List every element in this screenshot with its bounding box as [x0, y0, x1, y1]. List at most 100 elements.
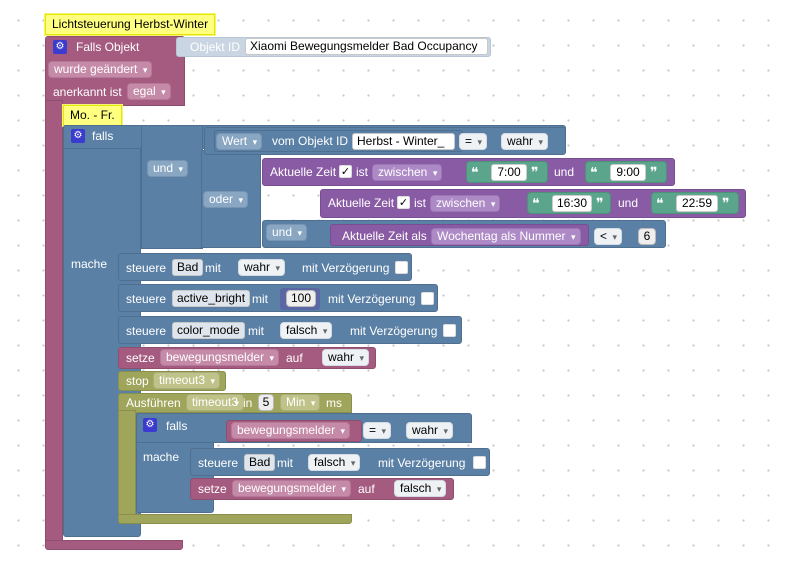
weekday-mode-dropdown[interactable]: Wochentag als Nummer: [431, 228, 581, 245]
quote-icon: ❞: [531, 164, 539, 180]
and-block[interactable]: [141, 125, 203, 249]
objekt-id-field[interactable]: Xiaomi Bewegungsmelder Bad Occupancy: [245, 38, 488, 55]
quote-icon: ❝: [656, 195, 664, 211]
weekday-value[interactable]: 6: [638, 228, 656, 245]
in-label: in: [243, 396, 253, 410]
trigger-block-spine: [45, 100, 63, 546]
nested-setze-value-dropdown[interactable]: falsch: [394, 480, 447, 497]
steuere-label: steuere: [126, 324, 167, 338]
auf-label: auf: [286, 351, 303, 365]
time2-from-field[interactable]: 16:30: [552, 195, 592, 212]
time1-label: Aktuelle Zeit: [270, 165, 337, 179]
steuere2-value[interactable]: 100: [286, 290, 316, 307]
vom-objekt-label: vom Objekt ID: [272, 134, 349, 148]
mit-label: mit: [252, 292, 268, 306]
gear-icon[interactable]: ⚙: [71, 129, 85, 143]
time2-checkbox[interactable]: ✓: [397, 196, 410, 209]
mache-label: mache: [71, 257, 108, 271]
time1-to-string: ❝ 9:00 ❞: [585, 161, 667, 183]
steuere-label: steuere: [198, 456, 239, 470]
nested-setze-variable-dropdown[interactable]: bewegungsmelder: [232, 480, 352, 497]
setze-value-dropdown[interactable]: wahr: [322, 349, 370, 366]
falls-label: falls: [92, 129, 114, 143]
time2-to-field[interactable]: 22:59: [676, 195, 718, 212]
comment-inner[interactable]: Mo. - Fr.: [63, 105, 122, 126]
nested-var-dropdown[interactable]: bewegungsmelder: [231, 422, 351, 439]
gear-icon[interactable]: ⚙: [143, 418, 157, 432]
auf-label: auf: [358, 482, 375, 496]
time2-from-string: ❝ 16:30 ❞: [527, 192, 611, 214]
time1-ist: ist: [356, 165, 368, 179]
stop-timer-dropdown[interactable]: timeout3: [153, 372, 221, 389]
steuere-label: steuere: [126, 292, 167, 306]
quote-icon: ❝: [590, 164, 598, 180]
trigger-block-bottom: [45, 540, 183, 550]
time1-und: und: [554, 165, 575, 179]
mit-label: mit: [277, 456, 293, 470]
verz-label: mit Verzögerung: [350, 324, 438, 338]
steuere3-object[interactable]: color_mode: [172, 322, 245, 339]
setze-variable-dropdown[interactable]: bewegungsmelder: [160, 349, 280, 366]
objekt-id-label: Objekt ID: [190, 40, 241, 54]
setze-label: setze: [198, 482, 227, 496]
verz-label: mit Verzögerung: [302, 261, 390, 275]
quote-icon: ❝: [471, 164, 479, 180]
wurde-dropdown[interactable]: wurde geändert: [48, 61, 153, 78]
wert-value-dropdown[interactable]: wahr: [501, 133, 549, 150]
quote-icon: ❞: [596, 195, 604, 211]
gear-icon[interactable]: ⚙: [53, 40, 67, 54]
nested-steuere-value-dropdown[interactable]: falsch: [308, 454, 361, 471]
stop-label: stop: [126, 374, 149, 388]
time2-mode-dropdown[interactable]: zwischen: [430, 195, 501, 212]
steuere3-delay-checkbox[interactable]: [443, 324, 456, 337]
timeout-unit-dropdown[interactable]: Min: [280, 394, 321, 411]
time1-to-field[interactable]: 9:00: [610, 164, 646, 181]
weekday-label: Aktuelle Zeit als: [342, 229, 427, 243]
wert-objekt-field[interactable]: Herbst - Winter_: [352, 133, 455, 150]
setze-label: setze: [126, 351, 155, 365]
mit-label: mit: [205, 261, 221, 275]
verz-label: mit Verzögerung: [378, 456, 466, 470]
timeout-block-bottom: [118, 514, 352, 524]
anerkannt-label: anerkannt ist: [53, 85, 122, 99]
timeout-block-spine: [118, 410, 136, 517]
steuere2-delay-checkbox[interactable]: [421, 292, 434, 305]
mit-label: mit: [248, 324, 264, 338]
comment-trigger[interactable]: Lichtsteuerung Herbst-Winter: [45, 14, 216, 35]
time1-mode-dropdown[interactable]: zwischen: [372, 164, 443, 181]
quote-icon: ❝: [532, 195, 540, 211]
time1-checkbox[interactable]: ✓: [339, 165, 352, 178]
timeout-timer-dropdown[interactable]: timeout3: [186, 394, 245, 411]
ms-label: ms: [326, 396, 342, 410]
steuere1-value-dropdown[interactable]: wahr: [238, 259, 286, 276]
quote-icon: ❞: [722, 195, 730, 211]
und2-dropdown[interactable]: und: [266, 224, 308, 241]
nested-operator-dropdown[interactable]: =: [363, 422, 392, 439]
time2-und: und: [618, 196, 639, 210]
steuere-label: steuere: [126, 261, 167, 275]
steuere1-delay-checkbox[interactable]: [395, 261, 408, 274]
time2-ist: ist: [414, 196, 426, 210]
nested-mache-label: mache: [143, 450, 180, 464]
time1-from-string: ❝ 7:00 ❞: [466, 161, 548, 183]
wert-dropdown[interactable]: Wert: [216, 133, 263, 150]
steuere1-object[interactable]: Bad: [172, 259, 204, 276]
ausfuehren-label: Ausführen: [126, 396, 181, 410]
time2-to-string: ❝ 22:59 ❞: [651, 192, 739, 214]
anerkannt-dropdown[interactable]: egal: [127, 83, 171, 100]
steuere-block-2[interactable]: [118, 284, 438, 312]
falls-objekt-label: Falls Objekt: [76, 40, 140, 54]
nested-falls-label: falls: [166, 419, 188, 433]
nested-delay-checkbox[interactable]: [473, 456, 486, 469]
weekday-operator-dropdown[interactable]: <: [594, 228, 623, 245]
time1-from-field[interactable]: 7:00: [491, 164, 527, 181]
nested-value-dropdown[interactable]: wahr: [406, 422, 454, 439]
oder-dropdown[interactable]: oder: [203, 191, 249, 208]
wert-operator-dropdown[interactable]: =: [459, 133, 488, 150]
quote-icon: ❞: [650, 164, 658, 180]
steuere2-object[interactable]: active_bright: [172, 290, 251, 307]
und-dropdown[interactable]: und: [147, 160, 189, 177]
steuere3-value-dropdown[interactable]: falsch: [280, 322, 333, 339]
timeout-delay[interactable]: 5: [258, 394, 274, 411]
nested-steuere-object[interactable]: Bad: [244, 454, 276, 471]
